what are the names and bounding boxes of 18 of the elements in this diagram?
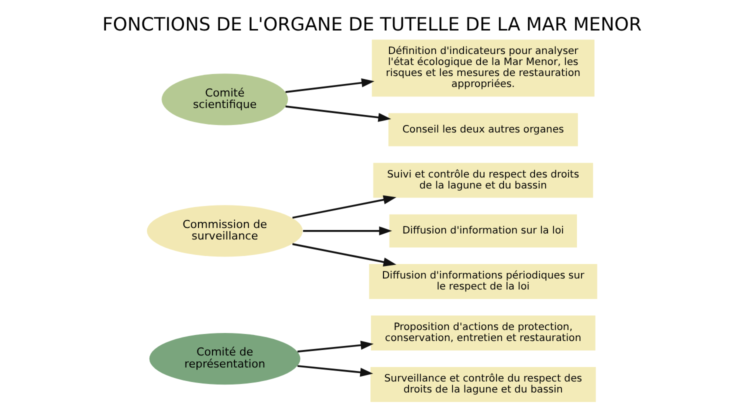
- arrow: [285, 78, 374, 93]
- arrow: [285, 106, 392, 122]
- node-box: Conseil les deux autres organes: [388, 113, 578, 146]
- node-box: Définition d'indicateurs pour analyser l'état écologique de la Mar Menor, les risques et les mesures de restauration appropriées.: [372, 40, 594, 97]
- arrow: [297, 365, 374, 377]
- node-box: Suivi et contrôle du respect des droits de la lagune et du bassin: [373, 162, 594, 198]
- node-ellipse: Comité scientifique: [162, 74, 288, 126]
- arrow: [292, 195, 396, 219]
- diagram-title: FONCTIONS DE L'ORGANE DE TUTELLE DE LA MAR MENOR: [102, 14, 642, 36]
- arrow: [292, 243, 396, 266]
- arrow: [303, 226, 392, 236]
- node-box: Surveillance et contrôle du respect des droits de la lagune et du bassin: [370, 367, 596, 402]
- node-ellipse: Commission de surveillance: [146, 205, 303, 257]
- node-box: Proposition d'actions de protection, conservation, entretien et restauration: [370, 316, 596, 350]
- arrow: [297, 340, 374, 352]
- node-box: Diffusion d'information sur la loi: [389, 214, 577, 248]
- node-box: Diffusion d'informations périodiques sur le respect de la loi: [369, 264, 598, 299]
- node-ellipse: Comité de représentation: [149, 332, 300, 385]
